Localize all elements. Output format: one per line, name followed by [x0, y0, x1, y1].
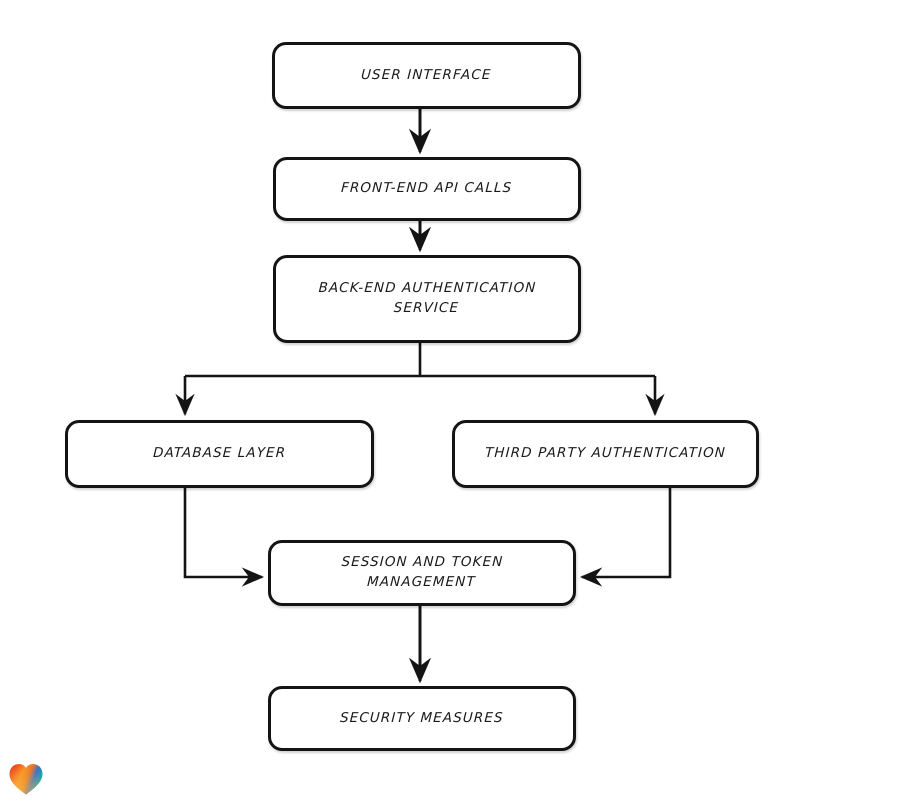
edge-database-layer-to-session-token — [183, 488, 265, 587]
node-label: Back-End Authentication Service — [318, 280, 537, 316]
node-label: Database Layer — [152, 445, 287, 462]
heart-icon — [9, 764, 43, 795]
node-label: Third Party Authentication — [484, 445, 727, 462]
node-session-and-token-management[interactable]: Session and Token Management — [268, 540, 576, 606]
node-label: User Interface — [360, 66, 493, 83]
node-label: Security Measures — [339, 709, 505, 726]
node-security-measures[interactable]: Security Measures — [268, 686, 576, 751]
node-database-layer[interactable]: Database Layer — [65, 420, 374, 488]
edge-third-party-auth-to-session-token — [579, 488, 672, 587]
node-label: Front-End API Calls — [341, 180, 514, 197]
node-backend-authentication-service[interactable]: Back-End Authentication Service — [273, 255, 581, 343]
node-frontend-api-calls[interactable]: Front-End API Calls — [273, 157, 581, 221]
node-user-interface[interactable]: User Interface — [272, 42, 581, 109]
node-third-party-authentication[interactable]: Third Party Authentication — [452, 420, 759, 488]
node-label: Session and Token Management — [341, 554, 504, 590]
